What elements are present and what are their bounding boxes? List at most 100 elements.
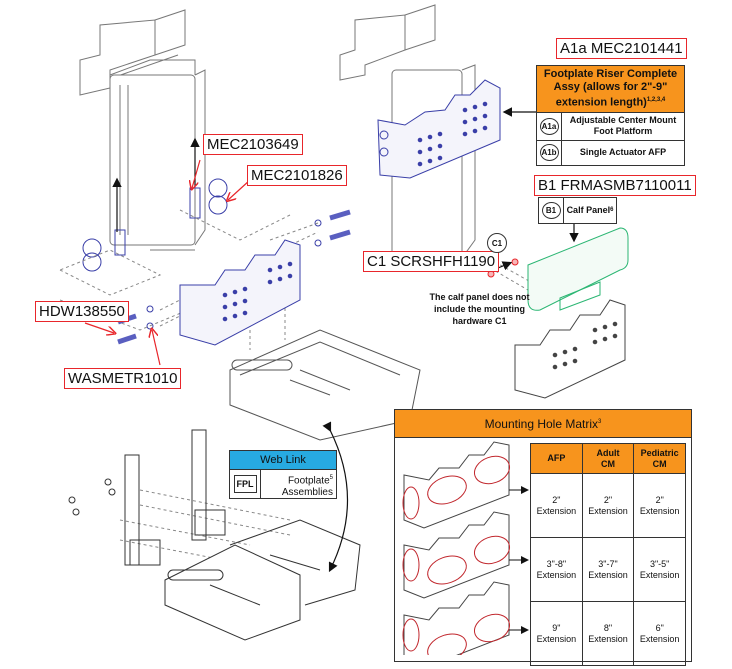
matrix-cell: 2"Extension (530, 473, 582, 537)
actuator-left (79, 9, 206, 251)
col-label: Adult (596, 447, 620, 458)
matrix-cell: 2"Extension (633, 473, 686, 537)
web-link-code-cell: FPL (230, 470, 261, 498)
riser-bracket-a1a (377, 79, 501, 179)
callout-wasmetr1010: WASMETR1010 (64, 368, 182, 389)
cell-value: 3"-7" (598, 558, 618, 569)
cell-unit: Extension (639, 505, 680, 516)
matrix-row: 2"Extension 2"Extension 2"Extension (530, 473, 686, 537)
riser-row-a1a: A1a Adjustable Center Mount Foot Platfor… (537, 111, 684, 140)
mec2103649-leader (192, 159, 201, 188)
col-label-2: CM (652, 458, 667, 469)
col-label: AFP (547, 453, 566, 463)
matrix-row: 9"Extension 8"Extension 6"Extension (530, 601, 686, 665)
badge-cell: A1b (537, 140, 562, 165)
cell-unit: Extension (588, 633, 628, 644)
web-link-label[interactable]: Footplate5 Assemblies (261, 470, 336, 498)
col-label: Pediatric (640, 447, 679, 458)
badge-cell: A1a (537, 112, 562, 140)
matrix-cell: 8"Extension (581, 601, 634, 665)
callout-b1-frmasmb7110011: B1 FRMASMB7110011 (534, 175, 696, 196)
matrix-cell: 6"Extension (633, 601, 686, 665)
alternate-footplate-arrow (322, 421, 348, 573)
cell-value: 2" (655, 494, 664, 505)
calf-panel-footnote: 6 (610, 207, 614, 213)
riser-row-label: Adjustable Center Mount Foot Platform (569, 115, 677, 137)
mec2101826-leader (228, 179, 251, 200)
mounting-hole-matrix: Mounting Hole Matrix3 (394, 409, 692, 666)
matrix-cell: 2"Extension (581, 473, 634, 537)
footplate-bottom (124, 429, 361, 641)
cell-unit: Extension (639, 633, 680, 644)
riser-table-footnote: 1,2,3,4 (646, 97, 666, 103)
c1-screw-arrow (497, 261, 513, 271)
web-link-title: Web Link (230, 451, 336, 469)
matrix-bracket-diagrams (402, 441, 529, 655)
web-link-box[interactable]: Web Link FPL Footplate5 Assemblies (229, 450, 337, 499)
matrix-cell: 3"-5"Extension (633, 537, 686, 601)
callout-mec2103649: MEC2103649 (203, 134, 303, 155)
callout-mec2101826: MEC2101826 (247, 165, 347, 186)
cell-value: 2" (603, 494, 613, 505)
screws-c1 (487, 258, 519, 278)
hardware-screws-right (314, 209, 351, 247)
cell-unit: Extension (639, 569, 680, 580)
riser-table-header: Footplate Riser Complete Assy (allows fo… (537, 66, 684, 112)
badge-a1b: A1b (539, 144, 559, 162)
mounting-bracket-left (179, 239, 301, 346)
cell-value: 6" (655, 622, 664, 633)
matrix-col-afp: AFP (530, 443, 582, 473)
web-link-code[interactable]: FPL (233, 475, 257, 493)
callout-hdw138550: HDW138550 (35, 301, 129, 322)
cell-unit: Extension (536, 633, 577, 644)
matrix-cell: 9"Extension (530, 601, 582, 665)
riser-row-label: Single Actuator AFP (579, 147, 667, 158)
c1-hardware-note: The calf panel does not include the moun… (429, 292, 530, 326)
cell-value: 3"-5" (649, 558, 670, 569)
badge-a1a: A1a (539, 117, 559, 135)
col-label-2: CM (601, 458, 615, 469)
matrix-footnote: 3 (598, 419, 602, 425)
calf-mount-bracket (514, 299, 626, 399)
matrix-cell: 3"-7"Extension (581, 537, 634, 601)
matrix-title: Mounting Hole Matrix (484, 417, 599, 431)
cell-unit: Extension (588, 505, 628, 516)
screws-bottom (68, 478, 116, 516)
web-link-label-line2: Assemblies (281, 487, 333, 499)
matrix-row: 3"-8"Extension 3"-7"Extension 3"-5"Exten… (530, 537, 686, 601)
cell-unit: Extension (588, 569, 628, 580)
cell-value: 8" (603, 622, 613, 633)
matrix-header: Mounting Hole Matrix3 (395, 410, 691, 438)
cell-unit: Extension (536, 505, 577, 516)
calf-panel-b1 (527, 227, 629, 311)
cell-value: 2" (552, 494, 561, 505)
matrix-bracket-3 (402, 581, 529, 655)
web-link-footnote: 5 (329, 475, 333, 481)
riser-assembly-table: Footplate Riser Complete Assy (allows fo… (536, 65, 685, 166)
footplate-top (229, 329, 421, 441)
riser-table-title: Footplate Riser Complete Assy (allows fo… (543, 68, 678, 109)
badge-c1: C1 (487, 233, 507, 253)
cell-value: 9" (552, 622, 561, 633)
web-link-label-line1: Footplate (287, 475, 330, 487)
calf-panel-text: Calf Panel (566, 205, 611, 215)
riser-row-a1b: A1b Single Actuator AFP (537, 139, 684, 165)
hdw138550-leader (84, 322, 114, 333)
cell-value: 3"-8" (546, 558, 567, 569)
matrix-cell: 3"-8"Extension (530, 537, 582, 601)
matrix-bracket-1 (402, 441, 529, 529)
wasmetr1010-leader (152, 330, 161, 366)
badge-b1: B1 (541, 202, 561, 219)
matrix-bracket-2 (402, 511, 529, 599)
callout-c1-scrshfh1190: C1 SCRSHFH1190 (363, 251, 500, 272)
badge-cell: B1 (539, 198, 564, 223)
cell-unit: Extension (536, 569, 577, 580)
callout-a1a-mec2101441: A1a MEC2101441 (556, 38, 687, 59)
